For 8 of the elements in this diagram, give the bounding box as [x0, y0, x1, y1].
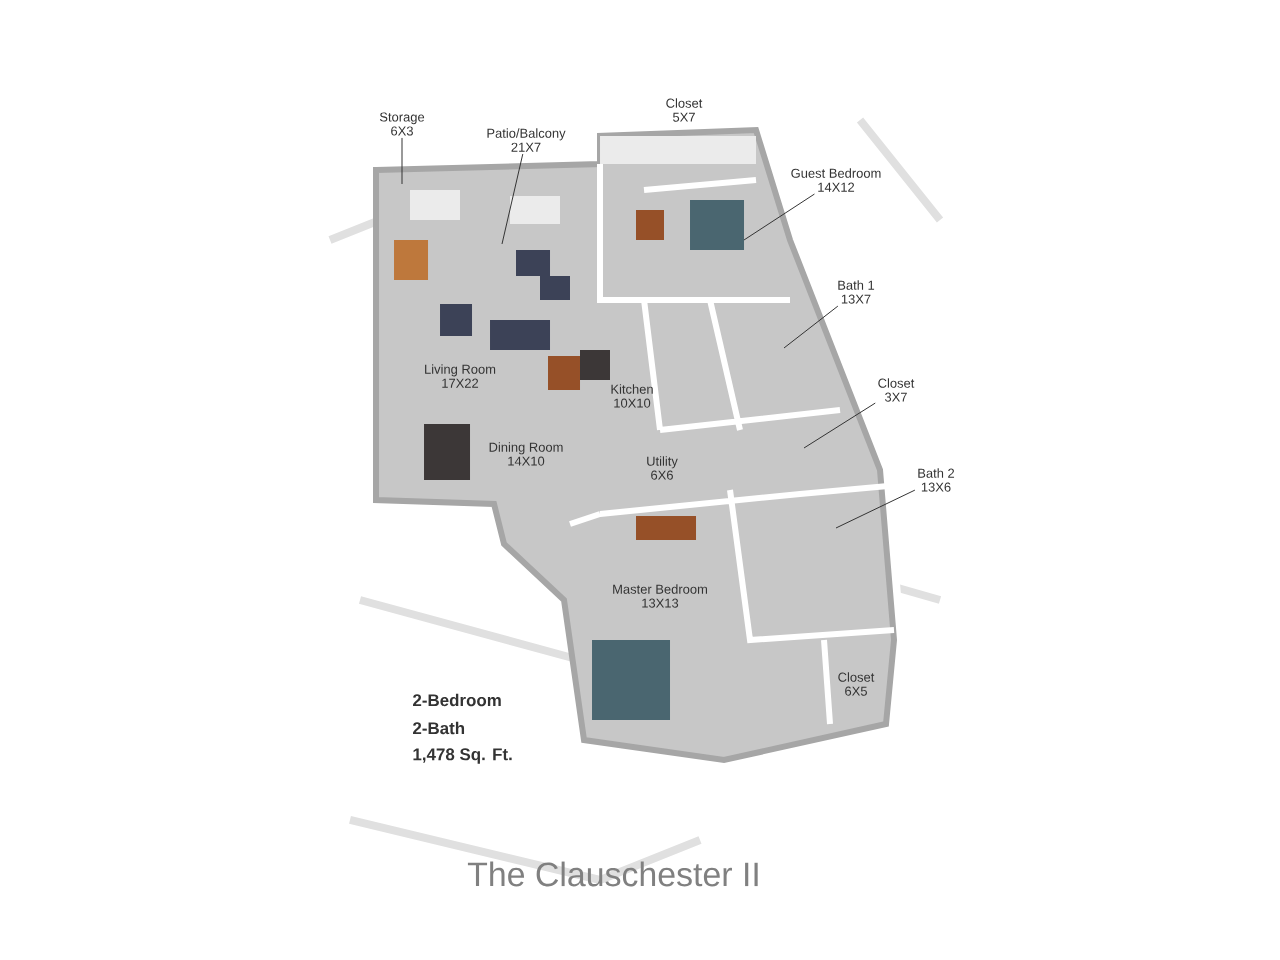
leader-line	[835, 489, 916, 529]
plan-summary-text: 1,478 Sq. Ft.	[413, 748, 512, 764]
leader-line	[743, 193, 815, 241]
leader-line	[803, 402, 876, 449]
plan-summary-text: 2-Bedroom	[413, 693, 501, 707]
plan-name: The Clauschester II	[467, 861, 758, 887]
plan-summary-text: 2-Bath	[413, 721, 465, 735]
leader-line	[401, 137, 403, 185]
